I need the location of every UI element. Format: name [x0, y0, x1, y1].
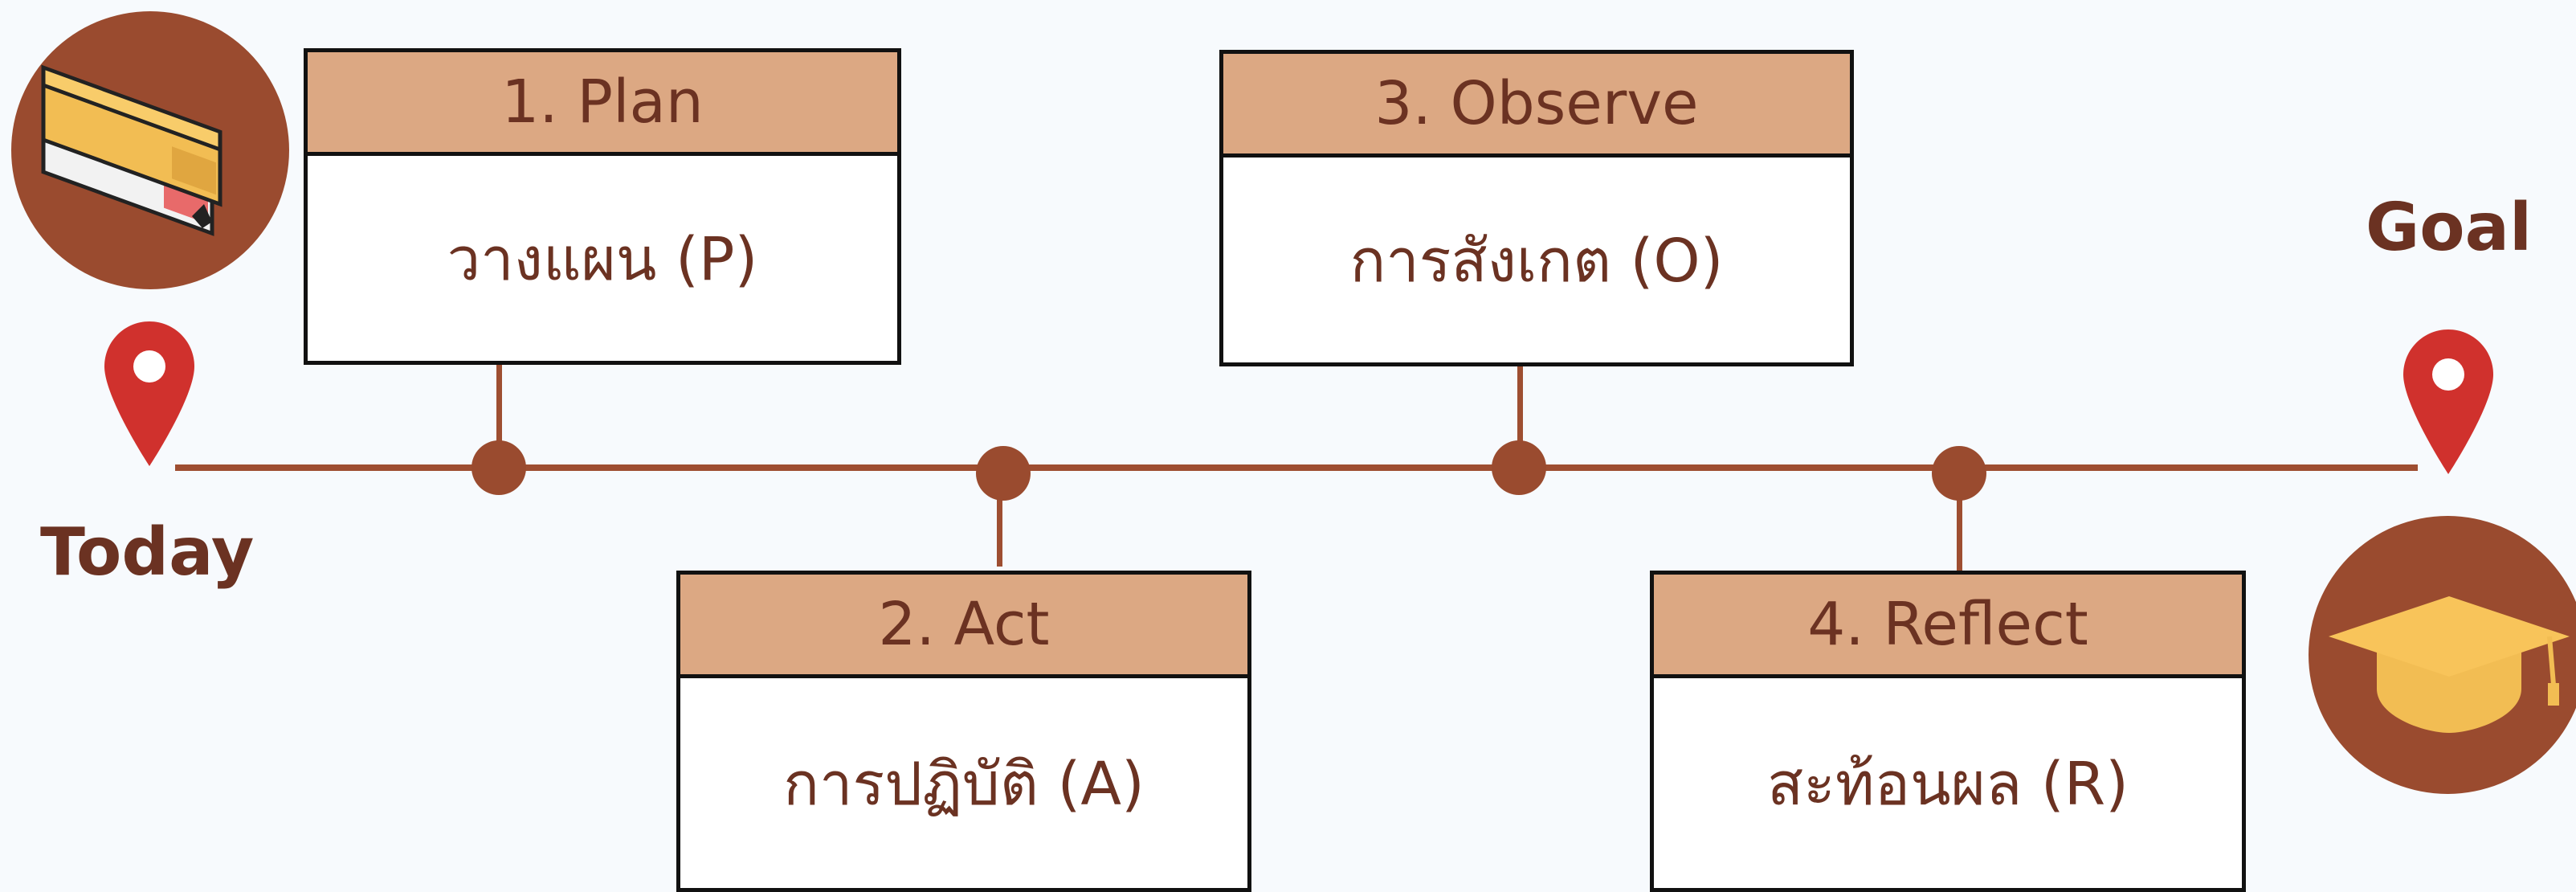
step-3-card: 3. Observe การสังเกต (O): [1219, 50, 1854, 366]
graduation-cap-icon: [2309, 516, 2576, 794]
step-2-title: 2. Act: [680, 575, 1247, 678]
step-1-node: [472, 440, 526, 495]
step-1-subtitle: วางแผน (P): [447, 224, 758, 294]
step-1-card: 1. Plan วางแผน (P): [304, 48, 901, 365]
step-1-title: 1. Plan: [308, 52, 897, 156]
step-2-connector: [997, 482, 1002, 567]
step-4-card: 4. Reflect สะท้อนผล (R): [1650, 571, 2246, 892]
step-4-connector: [1957, 482, 1962, 571]
books-icon: [11, 11, 289, 289]
start-location-pin-icon: [104, 321, 194, 466]
step-4-title: 4. Reflect: [1654, 575, 2242, 678]
step-2-subtitle: การปฏิบัติ (A): [783, 749, 1145, 819]
goal-location-pin-icon: [2403, 329, 2493, 474]
step-2-card: 2. Act การปฏิบัติ (A): [676, 571, 1251, 892]
step-4-subtitle: สะท้อนผล (R): [1766, 749, 2129, 819]
step-4-node: [1932, 446, 1986, 501]
step-3-subtitle: การสังเกต (O): [1349, 226, 1724, 296]
step-3-title: 3. Observe: [1223, 54, 1850, 158]
step-2-node: [976, 446, 1031, 501]
goal-label: Goal: [2366, 190, 2533, 266]
step-3-node: [1492, 440, 1546, 495]
step-3-connector: [1517, 362, 1523, 454]
start-label: Today: [40, 514, 255, 591]
step-1-connector: [496, 362, 502, 454]
timeline-line: [175, 464, 2418, 471]
